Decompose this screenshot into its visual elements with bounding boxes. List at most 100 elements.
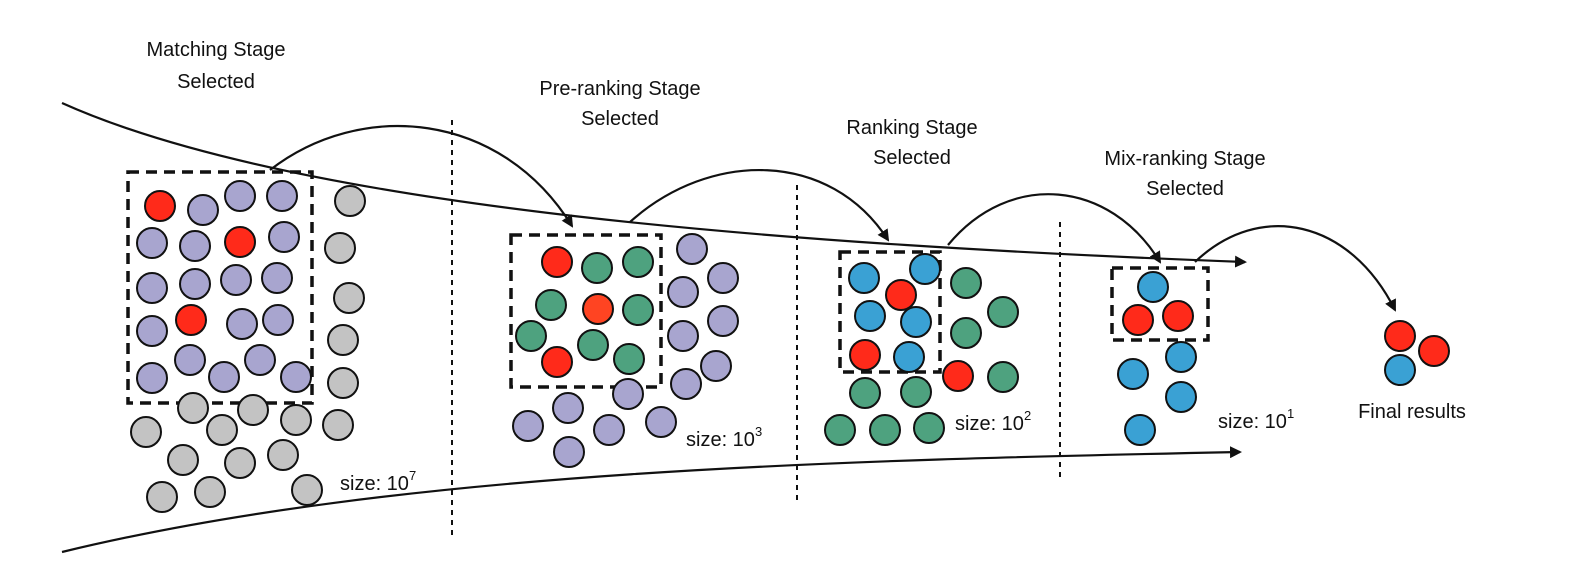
pre-ranking-lavender-item-circle	[593, 414, 625, 446]
matching-gray-item-circle	[327, 367, 359, 399]
stage-2-title: Pre-ranking Stage	[539, 78, 700, 100]
matching-lavender-item-circle	[261, 262, 293, 294]
mix-ranking-blue-item-circle	[1117, 358, 1149, 390]
size-label-matching: size: 107	[340, 468, 416, 495]
ranking-green-item-circle	[913, 412, 945, 444]
matching-gray-item-circle	[237, 394, 269, 426]
matching-lavender-item-circle	[208, 361, 240, 393]
ranking-red-item-circle	[849, 339, 881, 371]
selection-box-pre-ranking	[509, 233, 663, 389]
pre-ranking-green-item-circle	[581, 252, 613, 284]
matching-gray-item-circle	[167, 444, 199, 476]
stage-2-subtitle: Selected	[581, 108, 659, 130]
stage-3-subtitle: Selected	[873, 147, 951, 169]
matching-red-item-circle	[175, 304, 207, 336]
stage-4-subtitle: Selected	[1146, 178, 1224, 200]
pre-ranking-green-item-circle	[613, 343, 645, 375]
matching-lavender-item-circle	[266, 180, 298, 212]
ranking-red-item-circle	[942, 360, 974, 392]
pre-ranking-lavender-item-circle	[676, 233, 708, 265]
matching-gray-item-circle	[280, 404, 312, 436]
stage-1-subtitle: Selected	[177, 71, 255, 93]
pre-ranking-green-item-circle	[622, 246, 654, 278]
mix-ranking-blue-item-circle	[1165, 341, 1197, 373]
matching-lavender-item-circle	[136, 362, 168, 394]
final-blue-item-circle	[1384, 354, 1416, 386]
stage-1-title: Matching Stage	[147, 39, 286, 61]
matching-lavender-item-circle	[244, 344, 276, 376]
item-circles	[130, 180, 1450, 513]
pre-ranking-lavender-item-circle	[552, 392, 584, 424]
funnel-bottom-boundary-arrow	[61, 446, 1242, 554]
transition-arrow-pre-ranking-to-ranking	[629, 168, 890, 242]
pre-ranking-lavender-item-circle	[670, 368, 702, 400]
pre-ranking-red-item-circle	[541, 346, 573, 378]
final-red-item-circle	[1418, 335, 1450, 367]
matching-lavender-item-circle	[136, 315, 168, 347]
matching-gray-item-circle	[224, 447, 256, 479]
matching-gray-item-circle	[177, 392, 209, 424]
ranking-green-item-circle	[849, 377, 881, 409]
matching-lavender-item-circle	[187, 194, 219, 226]
ranking-blue-item-circle	[893, 341, 925, 373]
matching-gray-item-circle	[291, 474, 323, 506]
transition-arrow-matching-to-pre-ranking	[269, 124, 574, 228]
ranking-green-item-circle	[900, 376, 932, 408]
mix-ranking-red-item-circle	[1122, 304, 1154, 336]
stage-3-title: Ranking Stage	[846, 117, 977, 139]
mix-ranking-red-item-circle	[1162, 300, 1194, 332]
ranking-green-item-circle	[987, 296, 1019, 328]
matching-lavender-item-circle	[226, 308, 258, 340]
stage-4-title: Mix-ranking Stage	[1104, 148, 1265, 170]
matching-gray-item-circle	[334, 185, 366, 217]
selection-box-mix-ranking	[1110, 266, 1210, 342]
ranking-green-item-circle	[824, 414, 856, 446]
size-label-ranking: size: 102	[955, 408, 1031, 435]
matching-gray-item-circle	[146, 481, 178, 513]
matching-gray-item-circle	[333, 282, 365, 314]
pre-ranking-lavender-item-circle	[707, 305, 739, 337]
selection-box-matching	[126, 170, 314, 405]
ranking-blue-item-circle	[909, 253, 941, 285]
pre-ranking-lavender-item-circle	[707, 262, 739, 294]
funnel-top-boundary-arrow	[61, 101, 1247, 268]
pre-ranking-green-item-circle	[577, 329, 609, 361]
mix-ranking-blue-item-circle	[1165, 381, 1197, 413]
size-label-pre-ranking: size: 103	[686, 424, 762, 451]
matching-gray-item-circle	[322, 409, 354, 441]
matching-lavender-item-circle	[224, 180, 256, 212]
pre-ranking-lavender-item-circle	[667, 276, 699, 308]
pre-ranking-lavender-item-circle	[553, 436, 585, 468]
pre-ranking-lavender-item-circle	[612, 378, 644, 410]
mix-ranking-blue-item-circle	[1137, 271, 1169, 303]
matching-lavender-item-circle	[268, 221, 300, 253]
pre-ranking-green-item-circle	[535, 289, 567, 321]
mix-ranking-blue-item-circle	[1124, 414, 1156, 446]
ranking-green-item-circle	[987, 361, 1019, 393]
ranking-green-item-circle	[950, 267, 982, 299]
ranking-blue-item-circle	[854, 300, 886, 332]
matching-lavender-item-circle	[136, 227, 168, 259]
matching-gray-item-circle	[327, 324, 359, 356]
pre-ranking-green-item-circle	[622, 294, 654, 326]
ranking-blue-item-circle	[900, 306, 932, 338]
matching-lavender-item-circle	[220, 264, 252, 296]
transition-arrow-ranking-to-mix-ranking	[947, 193, 1162, 264]
pre-ranking-lavender-item-circle	[645, 406, 677, 438]
pre-ranking-orange-item-circle	[582, 293, 614, 325]
transition-arrow-mix-ranking-to-final	[1194, 225, 1396, 312]
final-results-label: Final results	[1358, 401, 1466, 423]
pre-ranking-lavender-item-circle	[700, 350, 732, 382]
ranking-green-item-circle	[950, 317, 982, 349]
size-label-mix-ranking: size: 101	[1218, 406, 1294, 433]
matching-lavender-item-circle	[280, 361, 312, 393]
final-red-item-circle	[1384, 320, 1416, 352]
ranking-blue-item-circle	[848, 262, 880, 294]
matching-lavender-item-circle	[179, 230, 211, 262]
pre-ranking-red-item-circle	[541, 246, 573, 278]
matching-lavender-item-circle	[136, 272, 168, 304]
matching-gray-item-circle	[130, 416, 162, 448]
matching-gray-item-circle	[206, 414, 238, 446]
